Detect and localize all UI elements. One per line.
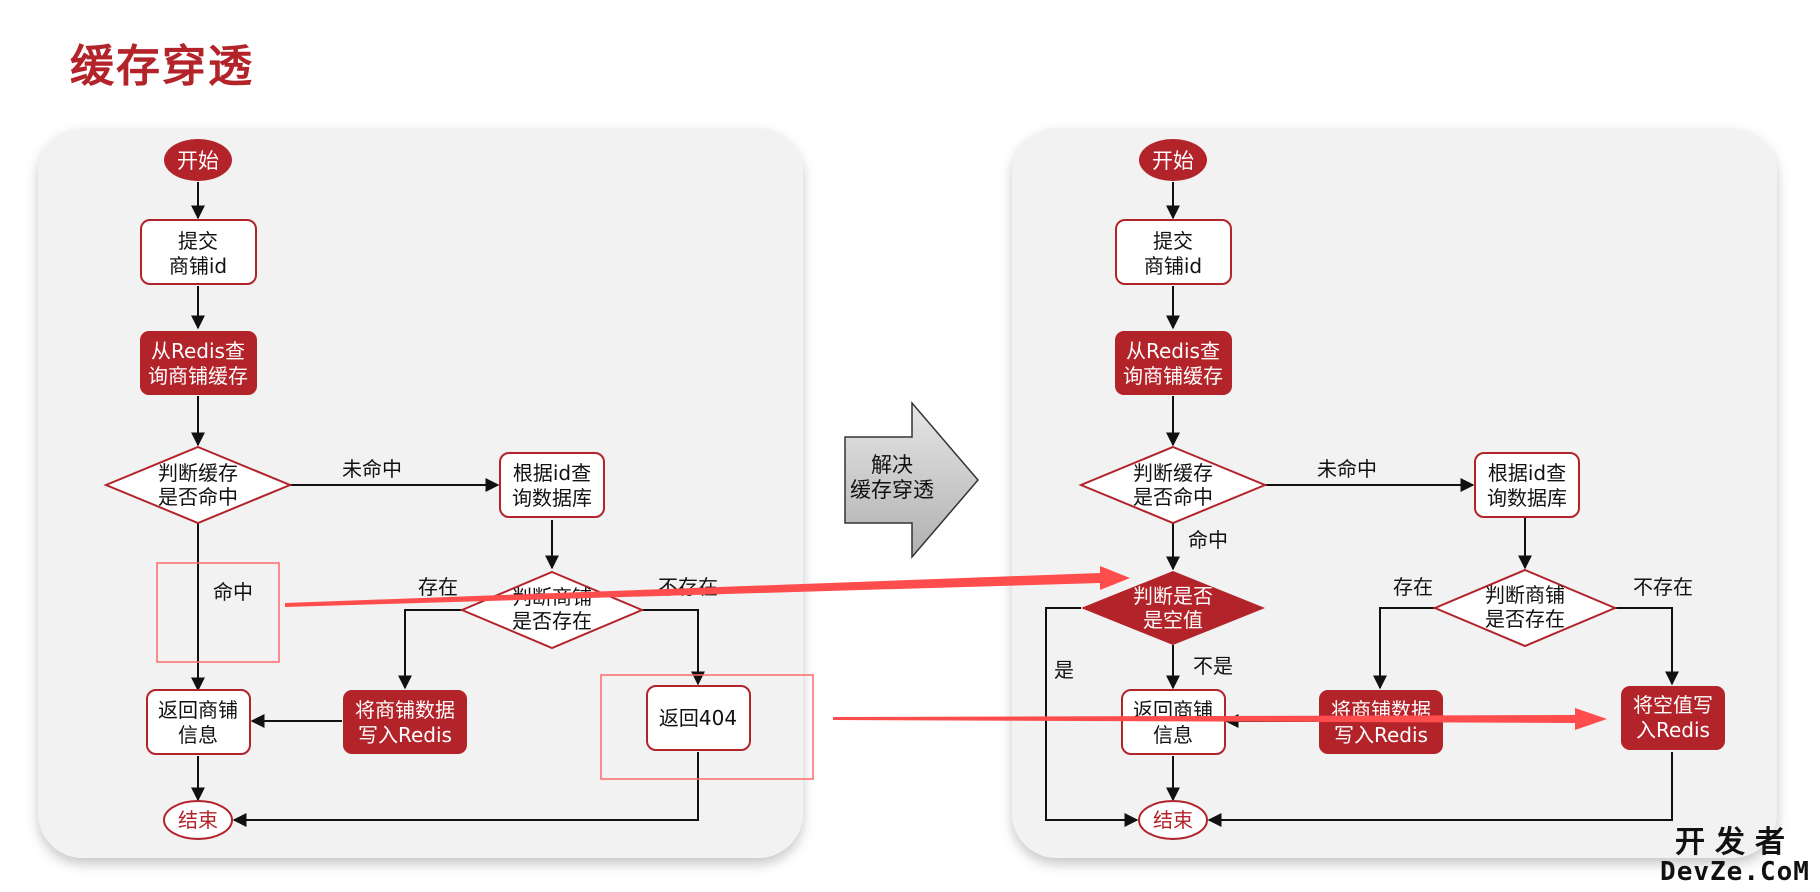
right-panel xyxy=(1012,128,1777,858)
right-exists-label: 存在 xyxy=(1393,575,1433,599)
left-submit-node xyxy=(140,219,257,285)
middle-solve-arrow: 解决 缓存穿透 xyxy=(844,400,979,560)
right-query-redis-line2: 询商铺缓存 xyxy=(1123,364,1223,388)
right-submit-node xyxy=(1115,219,1232,285)
hit-to-null-check-arrow xyxy=(285,566,1130,607)
right-not-exists-label: 不存在 xyxy=(1633,575,1693,599)
right-write-redis-line2: 写入Redis xyxy=(1334,723,1428,747)
left-write-redis-node xyxy=(343,690,467,754)
right-end-node xyxy=(1138,800,1208,840)
watermark-bottom: DevZe.CoM xyxy=(1660,856,1810,887)
red-annotations xyxy=(156,562,1607,780)
left-hit-label: 命中 xyxy=(213,580,253,604)
right-return-shop-line2: 信息 xyxy=(1153,723,1193,747)
right-write-null-node xyxy=(1621,686,1725,750)
left-check-hit-line2: 是否命中 xyxy=(158,485,238,509)
left-check-hit-node xyxy=(103,445,293,525)
watermark-top: 开发者 xyxy=(1675,825,1795,861)
right-check-hit-node xyxy=(1078,445,1268,525)
right-write-null-line1: 将空值写 xyxy=(1633,693,1713,717)
left-query-db-line1: 根据id查 xyxy=(513,461,591,485)
left-end-label: 结束 xyxy=(178,808,218,832)
right-check-hit-line1: 判断缓存 xyxy=(1133,461,1213,485)
right-check-null-line1: 判断是否 xyxy=(1133,584,1213,608)
right-query-db-line2: 询数据库 xyxy=(1487,486,1567,510)
left-return-shop-line1: 返回商铺 xyxy=(158,698,238,722)
left-query-db-node xyxy=(499,452,605,518)
left-return-404-node xyxy=(646,685,751,751)
right-end-label: 结束 xyxy=(1153,808,1193,832)
right-submit-line2: 商铺id xyxy=(1144,254,1202,278)
right-check-hit-line2: 是否命中 xyxy=(1133,485,1213,509)
hit-highlight-box xyxy=(156,562,280,663)
right-yes-label: 是 xyxy=(1054,658,1074,682)
right-flowchart: 开始 提交 商铺id 从Redis查 询商铺缓存 判断缓存 是否命中 未命中 根… xyxy=(1045,139,1725,840)
left-start-label: 开始 xyxy=(177,149,219,173)
right-submit-line1: 提交 xyxy=(1153,229,1193,253)
left-submit-line1: 提交 xyxy=(178,229,218,253)
left-return-shop-line2: 信息 xyxy=(178,723,218,747)
left-query-redis-line1: 从Redis查 xyxy=(151,339,245,363)
return-404-highlight-box xyxy=(600,674,814,780)
right-start-node xyxy=(1139,139,1207,181)
right-query-db-node xyxy=(1474,452,1580,518)
left-check-exists-line2: 是否存在 xyxy=(512,609,592,633)
left-start-node xyxy=(164,139,232,181)
right-start-label: 开始 xyxy=(1152,149,1194,173)
right-query-redis-line1: 从Redis查 xyxy=(1126,339,1220,363)
left-submit-line2: 商铺id xyxy=(169,254,227,278)
right-miss-label: 未命中 xyxy=(1317,457,1377,481)
right-check-null-node xyxy=(1081,571,1265,645)
watermark: 开发者 DevZe.CoM xyxy=(1660,827,1810,886)
404-to-write-null-arrow xyxy=(833,708,1607,730)
left-exists-label: 存在 xyxy=(418,575,458,599)
left-query-redis-node xyxy=(140,331,257,395)
right-query-redis-node xyxy=(1115,331,1232,395)
right-check-exists-line1: 判断商铺 xyxy=(1485,583,1565,607)
right-write-null-line2: 入Redis xyxy=(1636,718,1710,742)
right-query-db-line1: 根据id查 xyxy=(1488,461,1566,485)
right-check-exists-line2: 是否存在 xyxy=(1485,607,1565,631)
right-hit-label: 命中 xyxy=(1188,528,1228,552)
page-title: 缓存穿透 xyxy=(70,41,254,92)
left-end-node xyxy=(163,800,233,840)
middle-arrow-line1: 解决 xyxy=(871,453,913,477)
right-return-shop-node xyxy=(1121,689,1226,755)
left-check-hit-line1: 判断缓存 xyxy=(158,461,238,485)
right-no-label: 不是 xyxy=(1193,654,1233,678)
right-check-exists-node xyxy=(1432,568,1618,648)
left-miss-label: 未命中 xyxy=(342,457,402,481)
left-write-redis-line1: 将商铺数据 xyxy=(355,698,455,722)
left-query-db-line2: 询数据库 xyxy=(512,486,592,510)
left-flowchart: 开始 提交 商铺id 从Redis查 询商铺缓存 判断缓存 是否命中 未命中 根… xyxy=(103,139,751,840)
middle-arrow-line2: 缓存穿透 xyxy=(850,478,934,502)
left-query-redis-line2: 询商铺缓存 xyxy=(148,364,248,388)
left-return-shop-node xyxy=(146,689,251,755)
right-check-null-line2: 是空值 xyxy=(1143,608,1203,632)
left-write-redis-line2: 写入Redis xyxy=(358,723,452,747)
left-return-404-label: 返回404 xyxy=(659,706,737,730)
